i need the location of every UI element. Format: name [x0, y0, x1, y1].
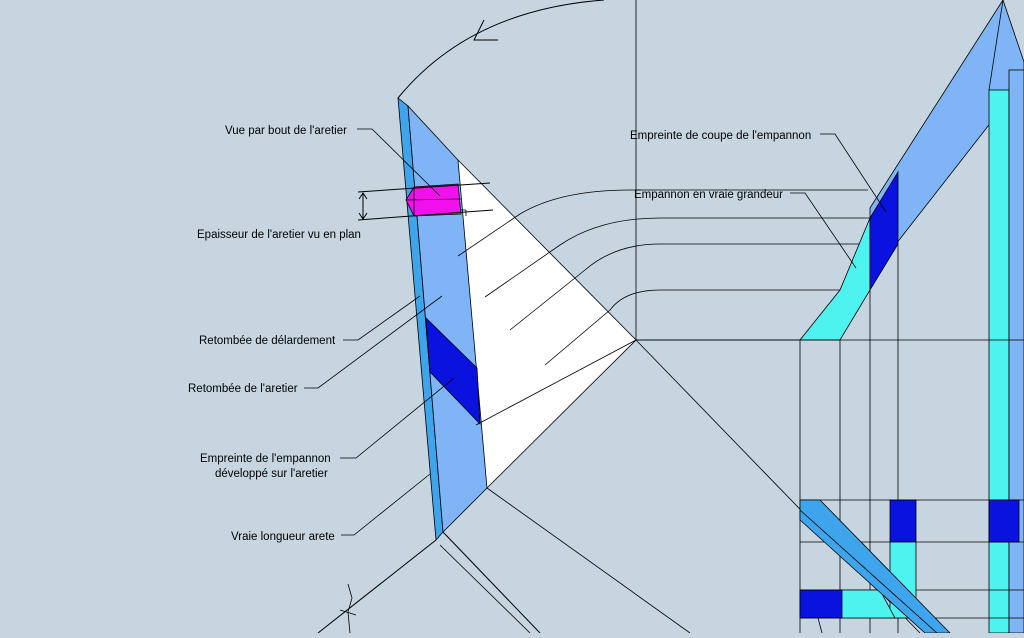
annotations: Vue par bout de l'aretier Epaisseur de l…: [188, 125, 887, 543]
label-empreinte-empannon-1: Empreinte de l'empannon: [200, 453, 331, 465]
dim-line: [357, 209, 494, 221]
plan-line: [442, 531, 541, 634]
leader-line: [304, 295, 443, 389]
edge-line: [457, 159, 637, 341]
label-vraie-longueur: Vraie longueur arete: [231, 531, 335, 543]
projection-arc: [544, 289, 868, 366]
plan-line: [347, 583, 353, 634]
arrow-down: [358, 212, 368, 220]
edge-line: [475, 339, 637, 426]
plan-block: [889, 499, 917, 543]
leader-line: [341, 473, 431, 536]
edge-line: [486, 339, 637, 489]
arrow-up: [358, 192, 368, 200]
leader-line: [790, 192, 857, 269]
plan-line: [439, 544, 531, 634]
label-epaisseur: Epaisseur de l'aretier vu en plan: [197, 229, 361, 241]
label-retombee-aretier: Retombée de l'aretier: [188, 383, 298, 395]
leader-line: [340, 377, 455, 459]
edge-line: [817, 617, 823, 634]
vertical-post-inner: [1008, 69, 1024, 634]
empreinte-empannon-shape: [425, 316, 481, 426]
plan-line: [317, 539, 437, 634]
edge-line: [988, 0, 1004, 91]
plan-block: [988, 499, 1020, 543]
edge-line: [799, 509, 938, 634]
leader-line: [343, 295, 421, 341]
projection-arc: [457, 189, 868, 257]
leader-line: [820, 133, 887, 213]
aretier-development: [317, 0, 921, 634]
plan-block: [799, 589, 843, 619]
dim-line: [357, 182, 491, 193]
label-retombee-delardement: Retombée de délardement: [199, 335, 336, 347]
label-vue-par-bout: Vue par bout de l'aretier: [225, 125, 347, 137]
plan-line: [339, 609, 357, 616]
projection-arc: [509, 243, 870, 331]
rotation-arc: [397, 0, 605, 99]
white-development-face: [458, 160, 636, 488]
label-empreinte-empannon-2: développé sur l'aretier: [215, 468, 328, 480]
projection-arc: [484, 217, 898, 298]
plan-line: [486, 487, 691, 634]
projection-lines: [457, 0, 898, 426]
arc-arrowhead: [473, 19, 498, 41]
label-empreinte-coupe: Empreinte de coupe de l'empannon: [630, 130, 811, 142]
empannon-elevation: [636, 0, 1024, 634]
vertical-post: [988, 89, 1010, 634]
plan-block-cyan: [841, 589, 896, 619]
leader-line: [357, 128, 441, 197]
edge-line: [405, 198, 462, 201]
label-empannon-vraie-grandeur: Empannon en vraie grandeur: [634, 189, 783, 201]
empannon-cyan: [799, 217, 871, 341]
